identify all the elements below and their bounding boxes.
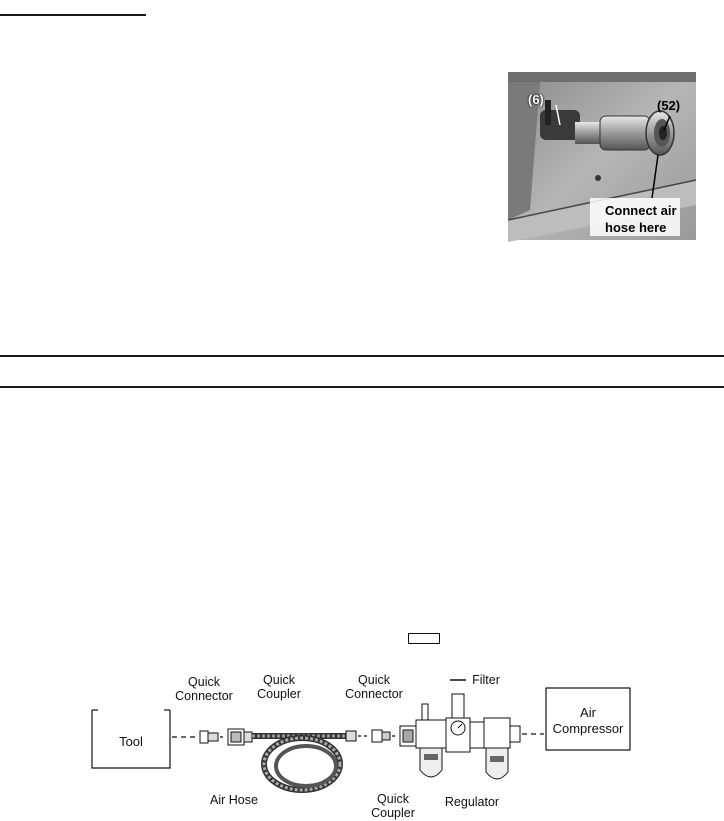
section-rule-bottom — [0, 386, 724, 388]
connect-label-line1: Connect air — [605, 203, 677, 218]
air-hose-label: Air Hose — [198, 793, 270, 807]
quick-connector-left-line1: Quick — [164, 675, 244, 689]
regulator-label: Regulator — [432, 795, 512, 809]
section-rule-top — [0, 355, 724, 357]
quick-coupler-bottom-line2: Coupler — [368, 806, 418, 820]
header-underline — [0, 14, 146, 16]
air-compressor-line2: Compressor — [546, 721, 630, 736]
filter-label: Filter — [466, 673, 506, 687]
air-system-diagram: Tool Quick Connector Quick Coupler Quick… — [80, 660, 640, 820]
quick-coupler-left-line1: Quick — [244, 673, 314, 687]
connect-label-line2: hose here — [605, 220, 666, 235]
quick-connector-mid-line1: Quick — [334, 673, 414, 687]
air-compressor-line1: Air — [546, 705, 630, 720]
small-box-marker — [408, 633, 440, 644]
connector-photo: (6) (52) Connect air hose here — [500, 70, 696, 242]
callout-52: (52) — [657, 98, 680, 113]
quick-connector-mid-line2: Connector — [334, 687, 414, 701]
quick-coupler-bottom-line1: Quick — [368, 792, 418, 806]
callout-6: (6) — [528, 92, 544, 107]
quick-coupler-left-line2: Coupler — [244, 687, 314, 701]
quick-connector-left-line2: Connector — [164, 689, 244, 703]
tool-label: Tool — [92, 734, 170, 749]
